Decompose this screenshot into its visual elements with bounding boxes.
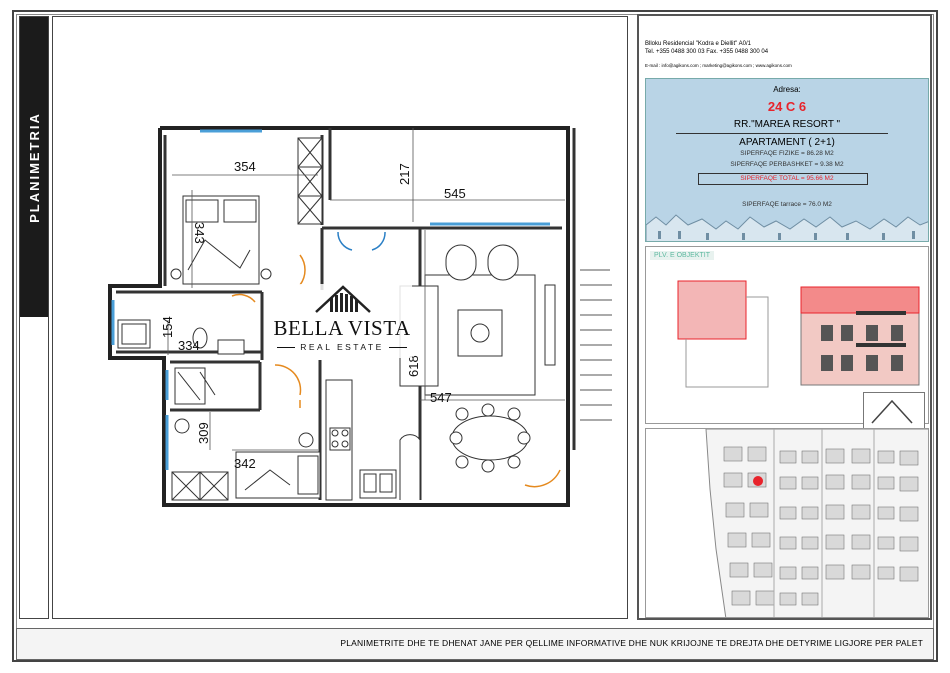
address-label: Adresa:	[773, 85, 801, 94]
object-label: PLV. E OBJEKTIT	[650, 251, 715, 260]
dim-334: 334	[178, 338, 200, 353]
object-drawings	[677, 280, 920, 388]
footer-disclaimer: PLANIMETRITE DHE TE DHENAT JANE PER QELL…	[340, 638, 923, 648]
logo-tagline: REAL ESTATE	[272, 342, 412, 352]
apartment-info-box: Adresa: 24 C 6 RR."MAREA RESORT " APARTA…	[645, 78, 929, 242]
dim-354: 354	[234, 159, 256, 174]
dim-217: 217	[397, 163, 412, 185]
apartment-type: APARTAMENT ( 2+1)	[739, 137, 835, 148]
stairs	[580, 269, 612, 421]
bed-master	[170, 195, 272, 285]
company-header: Blloku Residencial "Kodra e Diellit" A0/…	[645, 20, 927, 78]
windows	[111, 129, 550, 470]
dim-618: 618	[406, 355, 421, 377]
dim-309: 309	[196, 422, 211, 444]
logo-building-icon	[315, 285, 371, 313]
living-furniture	[399, 244, 556, 473]
left-band-title-block	[20, 17, 48, 317]
address-code: 24 C 6	[767, 99, 807, 114]
bed-second	[174, 367, 321, 499]
area-terrace: SIPERFAQE tarrace = 76.0 M2	[742, 201, 832, 208]
brand-logo: BELLA VISTA REAL ESTATE	[272, 284, 412, 358]
wardrobes	[171, 137, 323, 501]
area-physical: SIPERFAQE FIZIKE = 86.28 M2	[740, 150, 834, 157]
doors	[231, 254, 561, 488]
dim-545: 545	[444, 186, 466, 201]
header-line-2: Tel. +355 0488 300 03 Fax. +355 0488 300…	[645, 49, 769, 55]
area-shared: SIPERFAQE PERBASHKET = 9.38 M2	[730, 161, 844, 168]
skyline-illustration	[646, 214, 928, 241]
site-map	[705, 429, 928, 617]
footer-bar: PLANIMETRITE DHE TE DHENAT JANE PER QELL…	[16, 628, 934, 660]
bathroom-fixtures	[117, 319, 314, 448]
address-divider	[676, 133, 888, 134]
header-line-1: Blloku Residencial "Kodra e Diellit" A0/…	[645, 41, 751, 47]
left-band	[19, 16, 49, 619]
kitchen-fixtures	[325, 379, 421, 501]
dim-342: 342	[234, 456, 256, 471]
object-location-panel: PLV. E OBJEKTIT	[645, 246, 929, 424]
header-line-3: E-mail : info@agikons.com ; marketing@ag…	[645, 63, 792, 68]
outer-frame	[12, 10, 938, 662]
balcony-doors	[337, 231, 386, 251]
area-total-box	[698, 173, 868, 185]
logo-tagline-text: REAL ESTATE	[300, 342, 384, 352]
dim-343: 343	[192, 222, 207, 244]
street-name: RR."MAREA RESORT "	[733, 119, 841, 130]
dim-547: 547	[430, 390, 452, 405]
logo-brand: BELLA VISTA	[273, 316, 411, 340]
outer-walls	[108, 126, 570, 507]
site-map-location-marker	[753, 476, 763, 486]
floor-plan: 354 217 545 343 154 334 618 547 309 342	[108, 126, 612, 507]
dimension-lines	[167, 128, 565, 451]
site-map-panel	[645, 428, 929, 618]
area-total: SIPERFAQE TOTAL = 95.66 M2	[740, 175, 834, 182]
dim-154: 154	[160, 316, 175, 338]
